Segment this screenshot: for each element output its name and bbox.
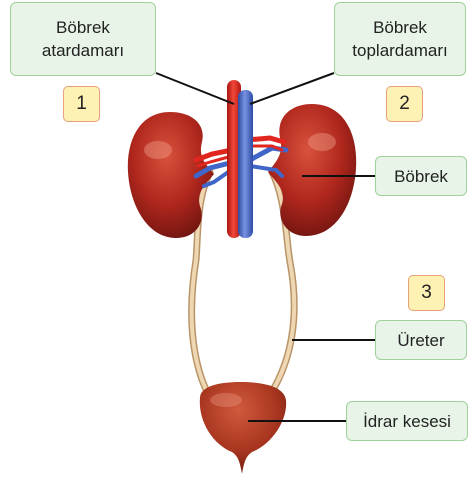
renal-vein-label: Böbrek toplardamarı: [334, 2, 466, 76]
number-badge-2: 2: [386, 86, 423, 122]
vena-cava: [238, 90, 253, 238]
bladder: [200, 382, 286, 474]
bladder-label: İdrar kesesi: [346, 401, 468, 441]
leader-renal-artery: [156, 73, 234, 104]
number-badge-1: 1: [63, 86, 100, 122]
renal-artery-label: Böbrek atardamarı: [10, 2, 156, 76]
leader-renal-vein: [250, 73, 334, 104]
kidney-label: Böbrek: [375, 156, 467, 196]
number-badge-3: 3: [408, 275, 445, 311]
ureter-label: Üreter: [375, 320, 467, 360]
right-kidney: [268, 104, 356, 236]
